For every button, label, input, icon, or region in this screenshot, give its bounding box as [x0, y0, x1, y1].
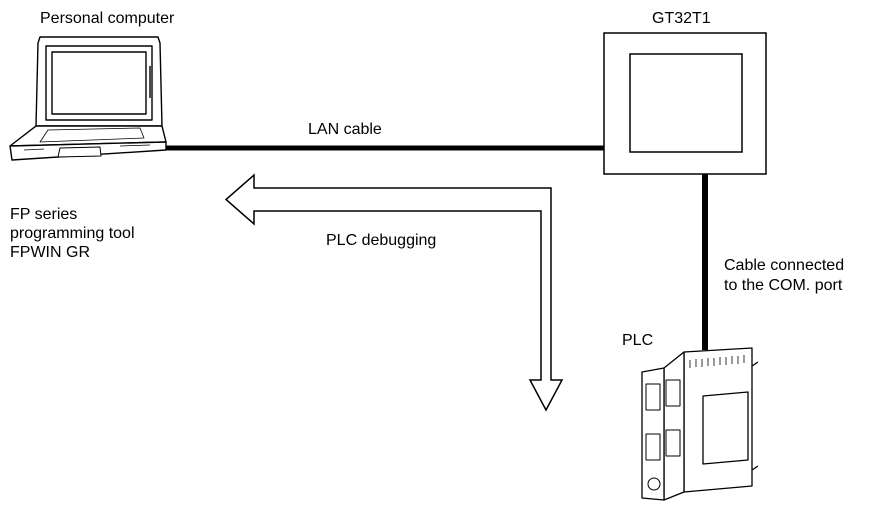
label-plc: PLC: [622, 332, 654, 349]
label-tool-line3: FPWIN GR: [10, 244, 90, 261]
label-hmi: GT32T1: [652, 10, 711, 27]
touch-panel-icon: [603, 32, 767, 175]
debug-arrow: [224, 173, 564, 412]
label-tool-line2: programming tool: [10, 225, 135, 242]
label-com-cable-line1: Cable connected: [724, 257, 845, 274]
label-plc-debugging: PLC debugging: [326, 232, 437, 249]
plc-unit-icon: [641, 347, 759, 501]
label-lan-cable: LAN cable: [308, 121, 382, 138]
label-com-cable-line2: to the COM. port: [724, 277, 843, 294]
label-personal-computer: Personal computer: [40, 10, 175, 27]
label-tool-line1: FP series: [10, 206, 78, 223]
laptop-icon: [9, 36, 167, 161]
